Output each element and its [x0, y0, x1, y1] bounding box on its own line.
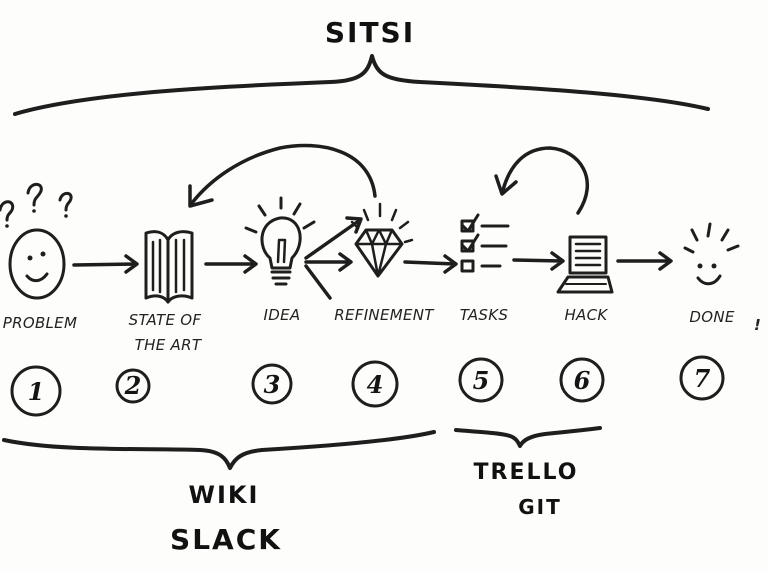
group-left-line2: SLACK: [170, 523, 282, 556]
svg-text:4: 4: [367, 370, 384, 399]
step-number-7: 7: [679, 355, 725, 401]
step-number-3: 3: [251, 363, 293, 405]
group-left-line1: WIKI: [189, 481, 260, 509]
laptop-icon: [556, 235, 614, 294]
checklist-icon: [460, 213, 510, 273]
book-icon: [144, 230, 194, 304]
step-label-state-of-the-art-line2: THE ART: [135, 336, 203, 354]
feedback-arrow-hack-to-tasks: [501, 146, 590, 215]
feedback-arrow-head-right: [494, 174, 518, 196]
arrow-6-7: [616, 251, 673, 271]
arrow-5-6: [512, 251, 565, 271]
feedback-arrow-head-left: [188, 184, 214, 208]
step-number-1: 1: [10, 365, 62, 417]
confused-face-icon: [0, 182, 73, 300]
step-label-state-of-the-art-line1: STATE OF: [129, 311, 202, 329]
svg-text:2: 2: [124, 371, 142, 400]
svg-text:5: 5: [473, 366, 490, 395]
step-number-4: 4: [351, 360, 399, 408]
arrow-1-2: [72, 254, 139, 274]
arrow-2-3: [204, 254, 258, 274]
step-label-idea: IDEA: [264, 306, 301, 324]
diamond-icon: [350, 202, 414, 278]
diagram-title: SITSI: [325, 16, 415, 49]
arrow-3-4: [304, 252, 353, 272]
step-number-6: 6: [559, 357, 605, 403]
svg-text:3: 3: [264, 370, 281, 399]
bottom-brace-right: [454, 426, 602, 448]
step-number-5: 5: [458, 357, 504, 403]
arrow-3-4-lower: [304, 264, 332, 300]
step-label-refinement: REFINEMENT: [334, 306, 435, 324]
step-label-tasks: TASKS: [460, 306, 509, 324]
step-number-2: 2: [115, 368, 151, 404]
happy-face-icon: [683, 222, 740, 286]
step-label-hack: HACK: [564, 306, 608, 324]
arrow-3-4-upper: [304, 216, 363, 260]
lightbulb-icon: [244, 196, 316, 286]
step-label-done: DONE: [689, 308, 734, 326]
exclamation-mark: !: [754, 316, 761, 334]
svg-text:6: 6: [574, 366, 591, 395]
group-right-line1: TRELLO: [474, 460, 579, 485]
svg-text:1: 1: [28, 377, 45, 406]
bottom-brace-left: [2, 430, 436, 470]
top-brace: [13, 54, 710, 116]
group-right-line2: GIT: [518, 495, 562, 519]
step-label-problem: PROBLEM: [3, 314, 77, 332]
feedback-arrow-refinement-to-state: [190, 143, 377, 205]
svg-text:7: 7: [694, 364, 711, 393]
arrow-4-5: [403, 254, 458, 274]
flow-arrows: [72, 216, 673, 300]
